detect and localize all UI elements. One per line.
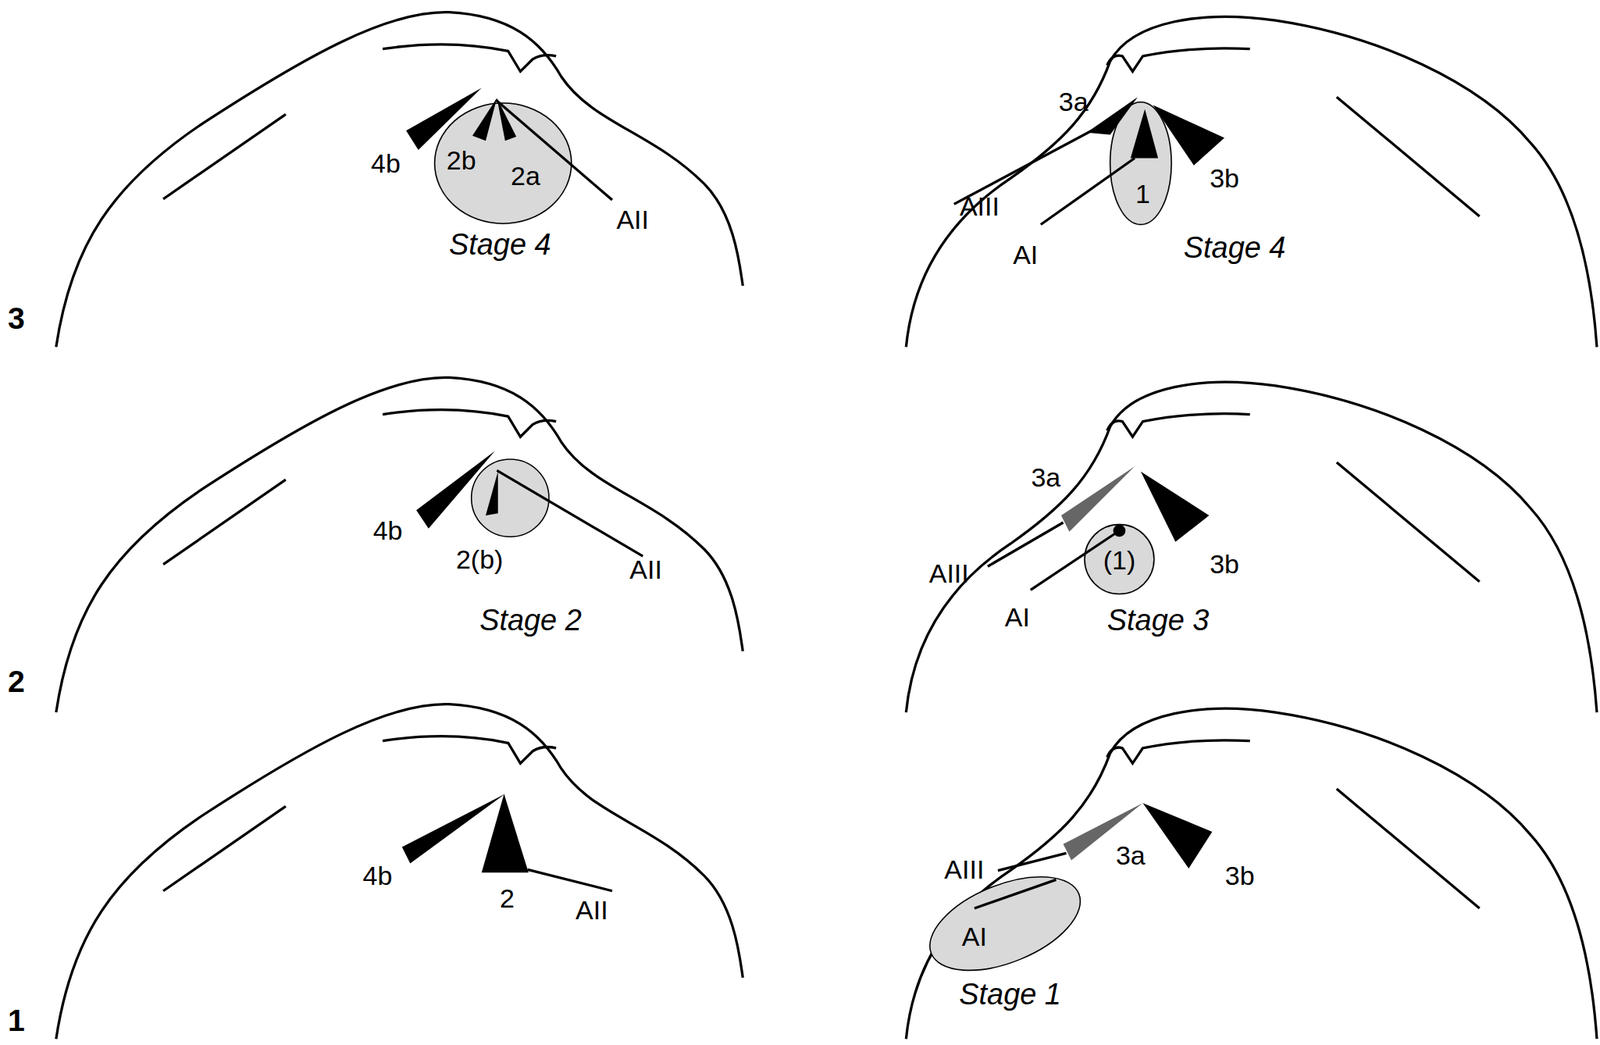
area-label: 1	[1135, 180, 1151, 207]
area-label: (1)	[1103, 546, 1137, 574]
area-label: 3b	[1225, 862, 1255, 889]
ellipse-outline	[923, 867, 1087, 980]
region-ellipse: (1)	[1083, 523, 1155, 595]
area-label: AIII	[959, 192, 1000, 220]
stage-label: Stage 4	[448, 230, 552, 261]
area-label: AI	[962, 923, 988, 951]
area-label: 2a	[510, 162, 541, 189]
area-label: AII	[616, 206, 649, 233]
area-label: AI	[1004, 604, 1030, 631]
area-label: 3a	[1115, 841, 1146, 869]
row-number: 1	[7, 1004, 25, 1036]
area-label: 4b	[370, 149, 401, 177]
area-label: 3b	[1209, 551, 1240, 578]
row-number: 3	[7, 302, 25, 334]
area-label: AIII	[929, 559, 970, 587]
row-number: 2	[7, 666, 25, 697]
region-ellipse: 1	[1108, 100, 1173, 225]
area-label: 2b	[446, 146, 477, 174]
area-label: AI	[1012, 242, 1038, 269]
area-label: AII	[575, 897, 609, 924]
area-label: 3a	[1058, 89, 1089, 116]
area-label: 3a	[1030, 464, 1061, 492]
area-label: AII	[629, 555, 663, 583]
area-label: AIII	[944, 855, 984, 883]
stage-label: Stage 3	[1107, 605, 1210, 636]
area-label: 4b	[363, 862, 393, 889]
stage-label: Stage 4	[1183, 233, 1287, 264]
stage-label: Stage 1	[958, 979, 1062, 1010]
region-ellipse: 2b 2a	[433, 102, 573, 225]
area-label: 2	[499, 884, 515, 912]
area-label: 2(b)	[456, 545, 503, 573]
area-label: 4b	[373, 516, 403, 544]
stage-label: Stage 2	[479, 605, 582, 636]
region-ellipse: AI	[923, 867, 1087, 980]
area-label: 3b	[1209, 165, 1240, 193]
